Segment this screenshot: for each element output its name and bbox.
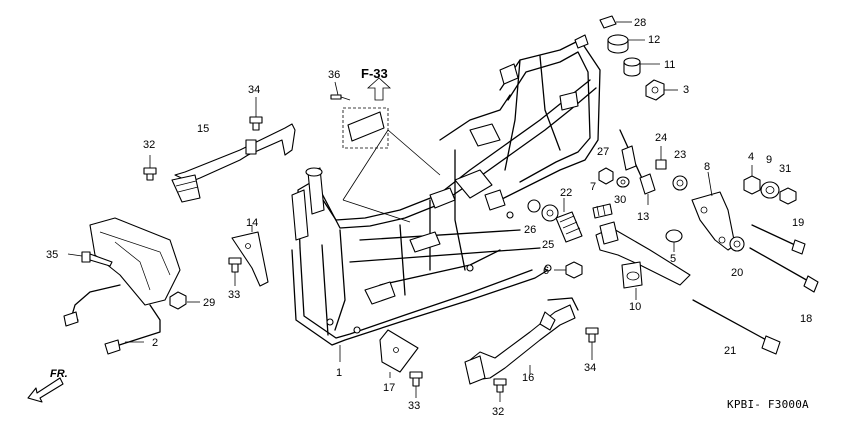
- callout-2: 2: [152, 337, 158, 349]
- callouts: 1 2 3 4 5 6 7 8 9 10 11 12 13 14 15 16 1…: [46, 17, 812, 418]
- callout-34-lower: 34: [584, 362, 596, 374]
- part-35-bolt: [67, 251, 113, 267]
- callout-16: 16: [522, 372, 534, 384]
- callout-36: 36: [328, 69, 340, 81]
- part-10-pivot-arm: [595, 221, 691, 300]
- front-direction-arrow: [27, 377, 64, 403]
- callout-25: 25: [542, 239, 554, 251]
- part-34-bolt-lower: [585, 327, 599, 360]
- part-6-nut: [554, 261, 583, 279]
- callout-32-lower: 32: [492, 406, 504, 418]
- part-21-bolt: [692, 299, 781, 355]
- callout-14: 14: [246, 217, 258, 229]
- part-28-cap: [599, 15, 632, 29]
- callout-34-upper: 34: [248, 84, 260, 96]
- part-26-washer: [527, 199, 541, 213]
- callout-28: 28: [634, 17, 646, 29]
- callout-9: 9: [766, 154, 772, 166]
- callout-24: 24: [655, 132, 667, 144]
- callout-29: 29: [203, 297, 215, 309]
- callout-17: 17: [383, 382, 395, 394]
- callout-30: 30: [614, 194, 626, 206]
- part-20-collar: [729, 236, 745, 252]
- part-31-nut: [779, 187, 797, 205]
- callout-12: 12: [648, 34, 660, 46]
- part-13-shaft: [619, 129, 656, 205]
- part-8-link: [691, 171, 736, 251]
- callout-32-upper: 32: [143, 139, 155, 151]
- part-2-front-bracket: [63, 217, 181, 355]
- callout-15: 15: [197, 123, 209, 135]
- part-18-bolt: [749, 247, 819, 293]
- callout-1: 1: [336, 367, 342, 379]
- callout-31: 31: [779, 163, 791, 175]
- callout-3: 3: [683, 84, 689, 96]
- callout-18: 18: [800, 313, 812, 325]
- part-34-bolt-upper: [249, 97, 263, 131]
- part-5-spacer: [665, 229, 683, 252]
- callout-6: 6: [543, 265, 549, 277]
- callout-19: 19: [792, 217, 804, 229]
- callout-33-upper: 33: [228, 289, 240, 301]
- callout-33-lower: 33: [408, 400, 420, 412]
- part-3-nut: [645, 79, 678, 101]
- diagram-code: KPBI- F3000A: [727, 398, 809, 411]
- callout-10: 10: [629, 301, 641, 313]
- part-22-spring: [555, 198, 583, 243]
- part-15-bracket: [171, 123, 296, 203]
- part-12-bushing: [607, 34, 645, 54]
- main-frame: [291, 34, 601, 346]
- part-23-collar: [672, 175, 688, 191]
- front-direction-label: FR.: [50, 368, 68, 380]
- part-24-bolt: [655, 146, 667, 170]
- callout-26: 26: [524, 224, 536, 236]
- callout-11: 11: [664, 59, 675, 71]
- part-30-washer: [616, 176, 630, 188]
- part-7-clip: [592, 203, 613, 219]
- callout-20: 20: [731, 267, 743, 279]
- callout-5: 5: [670, 253, 676, 265]
- part-25-washer: [541, 204, 559, 222]
- callout-13: 13: [637, 211, 649, 223]
- part-36-rivet: [330, 81, 351, 101]
- part-14-plate: [231, 225, 269, 287]
- callout-7: 7: [590, 181, 596, 193]
- part-29-nut: [169, 291, 200, 310]
- callout-22: 22: [560, 187, 572, 199]
- callout-21: 21: [724, 345, 736, 357]
- part-4-nut: [743, 165, 761, 195]
- callout-4: 4: [748, 151, 754, 163]
- callout-27: 27: [597, 146, 609, 158]
- part-19-bolt: [751, 224, 806, 255]
- reference-label: F-33: [361, 66, 388, 81]
- part-9-bushing: [760, 181, 780, 199]
- part-17-plate: [379, 329, 419, 378]
- callout-8: 8: [704, 161, 710, 173]
- part-16-bracket: [464, 297, 579, 385]
- part-27-nut: [598, 167, 614, 185]
- callout-23: 23: [674, 149, 686, 161]
- part-32-bolt-upper: [143, 155, 157, 181]
- reference-f33: [342, 77, 441, 223]
- part-32-bolt-lower: [493, 378, 507, 402]
- part-33-bolt-upper: [228, 257, 242, 286]
- part-33-bolt-lower: [409, 371, 423, 398]
- callout-35: 35: [46, 249, 58, 261]
- part-11-bushing: [623, 57, 660, 77]
